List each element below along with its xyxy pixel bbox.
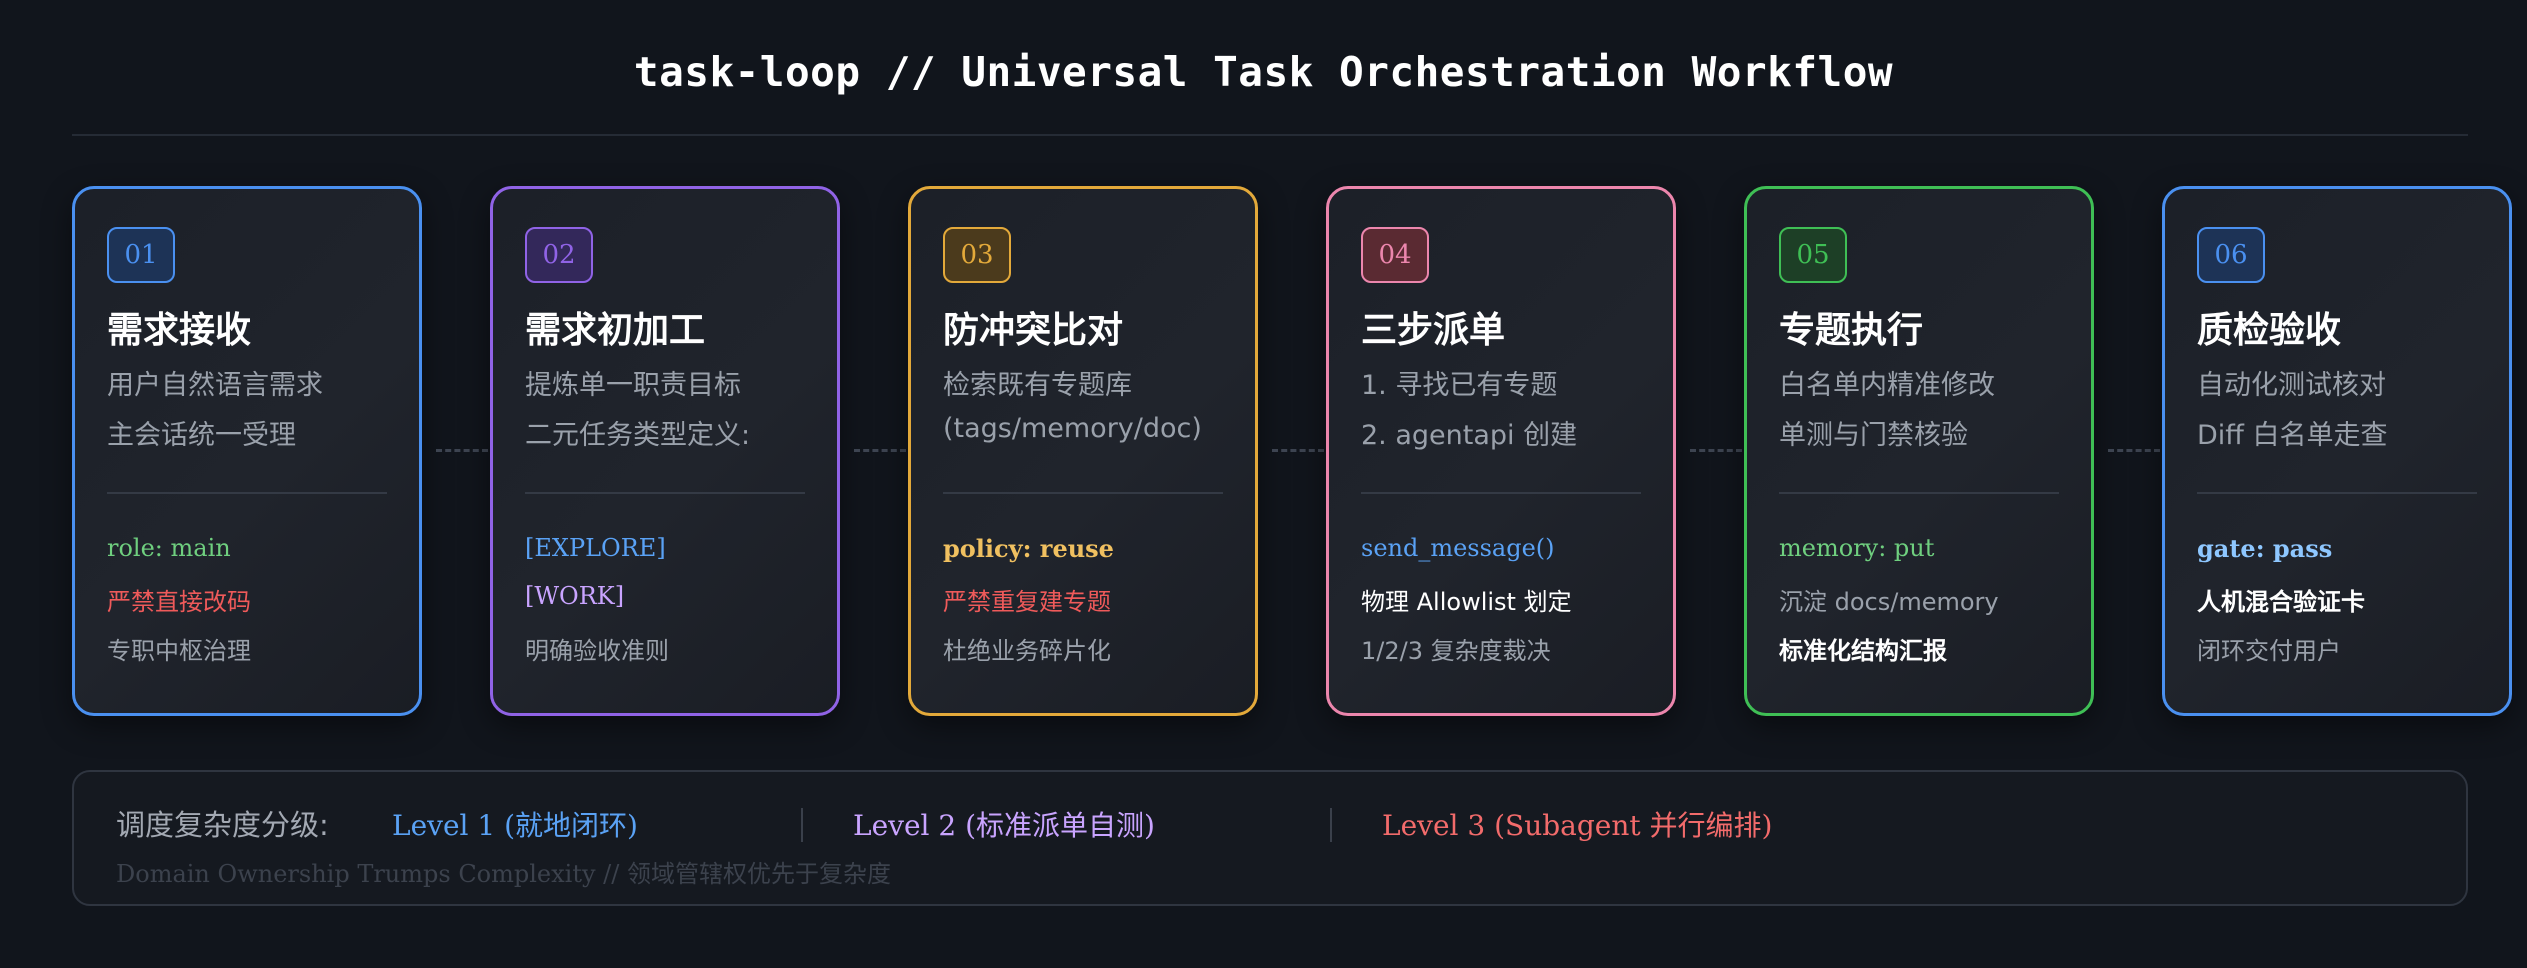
step-card-02: 02 需求初加工提炼单一职责目标二元任务类型定义: [EXPLORE] [WORK] 明… xyxy=(490,186,840,716)
step-detail-line: 杜绝业务碎片化 xyxy=(943,637,1111,665)
step-detail-line: 标准化结构汇报 xyxy=(1779,637,1947,665)
step-description: 二元任务类型定义: xyxy=(525,420,751,451)
card-divider xyxy=(1779,492,2059,494)
step-card-06: 06 质检验收自动化测试核对 Diff 白名单走查 gate: pass 人机混合验证卡… xyxy=(2162,186,2512,716)
step-detail-line: 严禁直接改码 xyxy=(107,588,251,616)
step-detail-line: 物理 Allowlist 划定 xyxy=(1361,588,1572,616)
step-detail-line: gate: pass xyxy=(2197,534,2333,563)
step-card-04: 04 三步派单 1. 寻找已有专题 2. agentapi 创建 send_messag… xyxy=(1326,186,1676,716)
step-description: 主会话统一受理 xyxy=(107,420,296,451)
step-description: 2. agentapi 创建 xyxy=(1361,420,1578,451)
card-divider xyxy=(107,492,387,494)
card-divider xyxy=(525,492,805,494)
step-detail-line: [EXPLORE] xyxy=(525,534,666,562)
step-detail-line: policy: reuse xyxy=(943,534,1114,563)
step-description: 1. 寻找已有专题 xyxy=(1361,370,1558,401)
complexity-levels-panel: 调度复杂度分级: Level 1 (就地闭环) Level 2 (标准派单自测)… xyxy=(72,770,2468,906)
step-connector xyxy=(1272,449,1324,452)
card-divider xyxy=(2197,492,2477,494)
step-connector xyxy=(436,449,488,452)
step-detail-line: 沉淀 docs/memory xyxy=(1779,588,1999,616)
level-separator xyxy=(1330,808,1332,842)
level-3-label: Level 3 (Subagent 并行编排) xyxy=(1382,809,1773,842)
step-detail-line: 明确验收准则 xyxy=(525,637,669,665)
step-description: Diff 白名单走查 xyxy=(2197,420,2388,451)
step-description: 提炼单一职责目标 xyxy=(525,370,741,401)
step-number-badge: 01 xyxy=(107,227,175,283)
step-title: 需求初加工 xyxy=(525,310,706,351)
page-title: task-loop // Universal Task Orchestratio… xyxy=(633,48,1894,96)
level-separator xyxy=(801,808,803,842)
card-divider xyxy=(1361,492,1641,494)
step-title: 需求接收 xyxy=(107,310,252,351)
step-description: 自动化测试核对 xyxy=(2197,370,2386,401)
step-card-05: 05 专题执行白名单内精准修改单测与门禁核验 memory: put 沉淀 docs/… xyxy=(1744,186,2094,716)
step-number-badge: 05 xyxy=(1779,227,1847,283)
step-description: 白名单内精准修改 xyxy=(1779,370,1995,401)
step-detail-line: 专职中枢治理 xyxy=(107,637,251,665)
step-title: 防冲突比对 xyxy=(943,310,1124,351)
step-description: 用户自然语言需求 xyxy=(107,370,323,401)
step-number-badge: 03 xyxy=(943,227,1011,283)
level-1-label: Level 1 (就地闭环) xyxy=(392,809,638,842)
complexity-label: 调度复杂度分级: xyxy=(116,808,329,842)
step-number-badge: 06 xyxy=(2197,227,2265,283)
step-title: 专题执行 xyxy=(1779,310,1924,351)
step-description: (tags/memory/doc) xyxy=(943,413,1202,444)
step-number-badge: 04 xyxy=(1361,227,1429,283)
card-divider xyxy=(943,492,1223,494)
step-detail-line: role: main xyxy=(107,534,231,562)
step-connector xyxy=(1690,449,1742,452)
step-detail-line: 严禁重复建专题 xyxy=(943,588,1111,616)
footer-subtitle: Domain Ownership Trumps Complexity // 领域… xyxy=(116,860,891,888)
level-2-label: Level 2 (标准派单自测) xyxy=(853,809,1155,842)
step-detail-line: [WORK] xyxy=(525,582,625,610)
step-detail-line: send_message() xyxy=(1361,534,1555,562)
step-description: 检索既有专题库 xyxy=(943,370,1132,401)
step-title: 三步派单 xyxy=(1361,310,1506,351)
step-detail-line: 闭环交付用户 xyxy=(2197,637,2341,665)
title-divider xyxy=(72,134,2468,136)
step-detail-line: memory: put xyxy=(1779,534,1935,562)
step-description: 单测与门禁核验 xyxy=(1779,420,1968,451)
step-detail-line: 人机混合验证卡 xyxy=(2197,588,2365,616)
step-detail-line: 1/2/3 复杂度裁决 xyxy=(1361,637,1551,665)
step-connector xyxy=(2108,449,2160,452)
step-card-03: 03 防冲突比对检索既有专题库 (tags/memory/doc) policy: r… xyxy=(908,186,1258,716)
step-number-badge: 02 xyxy=(525,227,593,283)
step-connector xyxy=(854,449,906,452)
step-card-01: 01 需求接收用户自然语言需求主会话统一受理 role: main 严禁直接改码专职中… xyxy=(72,186,422,716)
step-title: 质检验收 xyxy=(2197,310,2342,351)
